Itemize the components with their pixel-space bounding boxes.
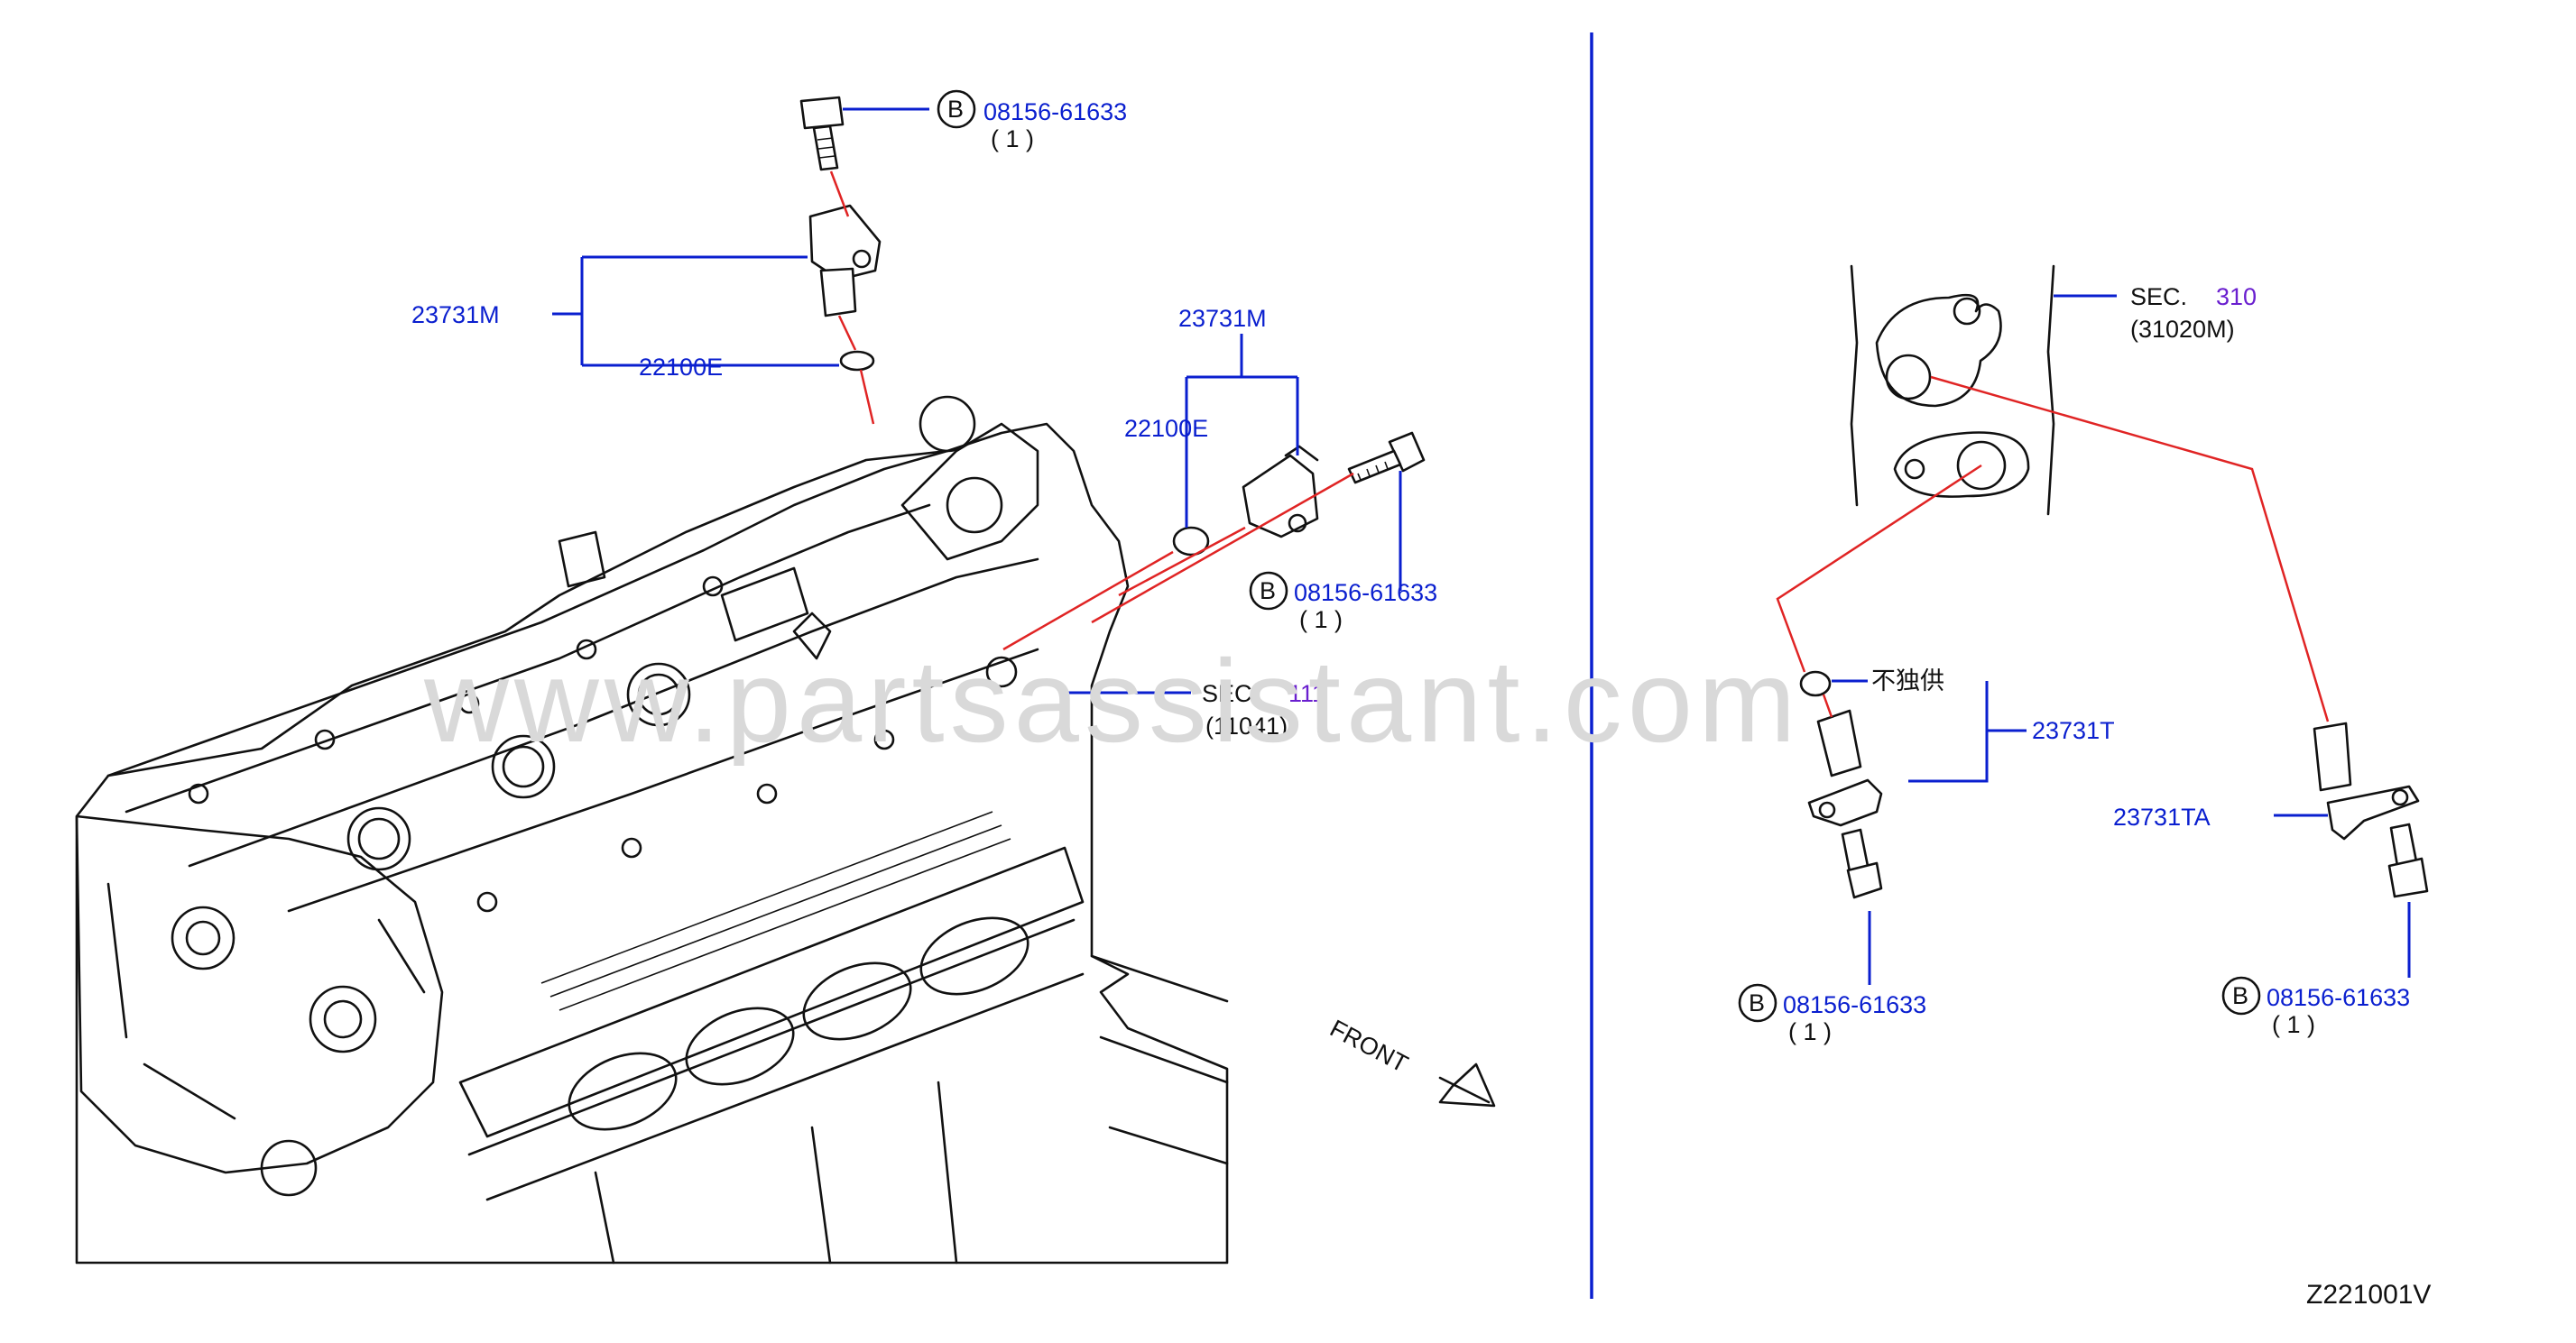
right-bolt-left-part-number[interactable]: 08156-61633 [1783,991,1926,1018]
sec-310-sub: (31020M) [2130,316,2235,343]
left-oring-label[interactable]: 22100E [639,354,723,381]
sensor-23731T-leader [1832,679,2027,783]
front-label: FRONT [1325,1015,1412,1078]
sensor-23731T-label[interactable]: 23731T [2032,717,2115,744]
bolt-marker-circle [937,89,976,129]
bolt-marker-circle [1249,571,1288,611]
mid-sensor-bracket-leader [1185,334,1299,528]
right-left-leader [1776,464,1982,718]
top-assembly-leader [829,170,875,425]
mid-bolt-quantity: ( 1 ) [1299,606,1343,633]
sensor-23731TA-part [2313,722,2429,898]
right-bolt-left-marker: B [1749,989,1765,1016]
mid-bolt-marker: B [1260,577,1276,604]
watermark: www.partsassistant.com [423,635,1801,767]
sensor-23731T-part [1807,709,1883,899]
housing-cutaway-drawing [1850,264,2055,516]
not-supplied-note: 不独供 [1871,667,1944,694]
side-assembly-leader [1002,472,1354,651]
mid-sensor-label[interactable]: 23731M [1178,305,1267,332]
top-bolt-part-number[interactable]: 08156-61633 [983,98,1127,125]
engine-cylinder-head-drawing [75,395,1229,1265]
sec-310-prefix: SEC. [2130,283,2187,310]
right-bolt-right-quantity: ( 1 ) [2272,1011,2315,1038]
top-bolt-quantity: ( 1 ) [991,125,1034,152]
sec-310-number[interactable]: 310 [2216,283,2257,310]
right-bolt-right-part-number[interactable]: 08156-61633 [2267,984,2410,1011]
left-sensor-bracket-leader [552,255,839,367]
sensor-23731TA-label[interactable]: 23731TA [2113,804,2211,831]
sec-111-prefix: SEC. [1202,680,1259,707]
front-arrow-icon [1438,1062,1496,1108]
top-cam-sensor-part [808,204,882,317]
right-bolt-right-marker: B [2232,982,2248,1009]
mid-oring-label[interactable]: 22100E [1124,415,1208,442]
left-sensor-label[interactable]: 23731M [411,301,500,328]
sec-111-number[interactable]: 111 [1288,680,1325,707]
right-bolt-left-quantity: ( 1 ) [1788,1018,1832,1045]
top-bolt-marker: B [947,96,964,123]
bolt-marker-circle [1738,983,1777,1023]
sec-111-sub: (11041) [1205,713,1288,740]
diagram-code: Z221001V [2306,1280,2431,1310]
bolt-marker-circle [2221,976,2261,1016]
mid-bolt-part-number[interactable]: 08156-61633 [1294,579,1437,606]
right-oring-part [1799,670,1832,697]
side-cam-sensor-part [1242,445,1319,538]
top-oring-part [839,350,875,372]
top-bolt-part [799,96,845,171]
right-right-leader [1930,375,2330,722]
side-bolt-part [1347,431,1426,484]
side-oring-part [1172,526,1210,557]
